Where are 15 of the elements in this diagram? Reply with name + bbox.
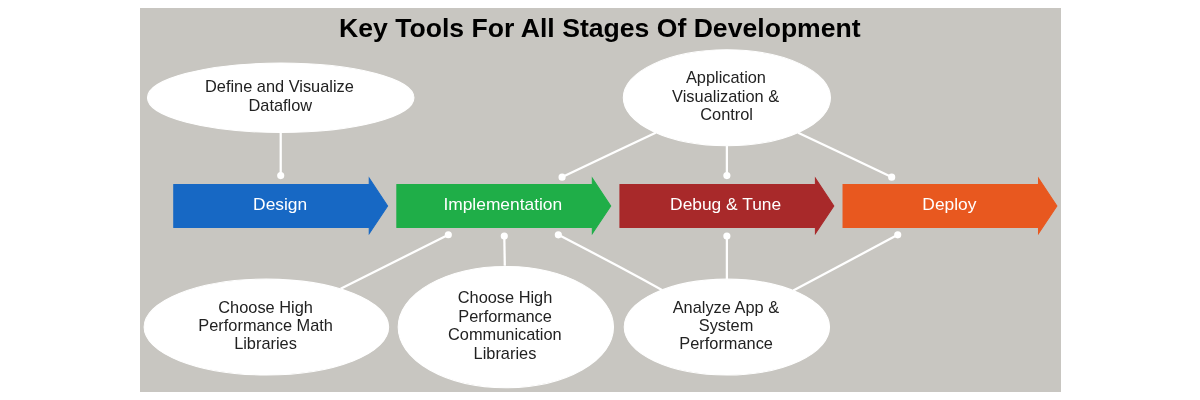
connector [339, 231, 452, 290]
connector [722, 232, 730, 280]
node-ellipse: Analyze App & System Performance [623, 278, 830, 376]
node-ellipse: Choose High Performance Communication Libraries [397, 265, 614, 389]
connector [797, 131, 895, 181]
connector [554, 231, 662, 291]
connector [276, 132, 284, 180]
connector [558, 131, 656, 181]
connector [500, 232, 508, 266]
connector [792, 231, 901, 292]
connector [722, 145, 730, 180]
node-ellipse: Define and Visualize Dataflow [146, 62, 414, 133]
node-ellipse: Application Visualization & Control [622, 49, 831, 147]
node-ellipse: Choose High Performance Math Libraries [143, 278, 389, 376]
diagram-title: Key Tools For All Stages Of Development [338, 12, 861, 43]
